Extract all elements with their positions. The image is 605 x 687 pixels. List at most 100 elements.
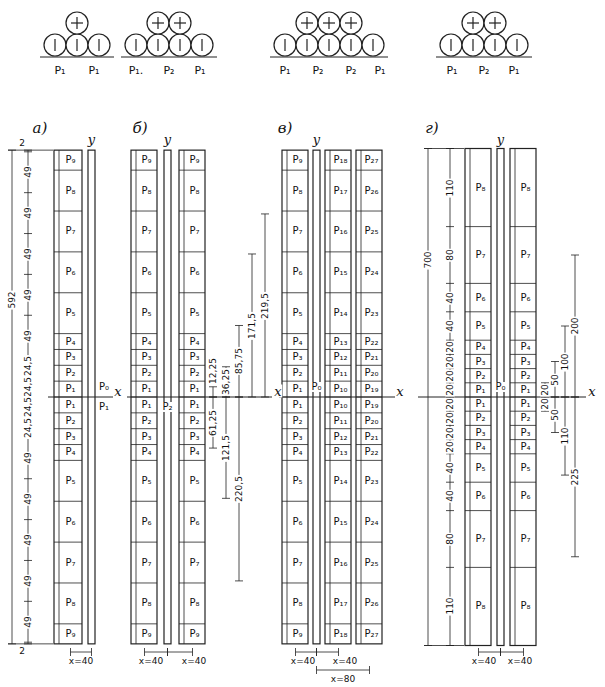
x-axis (48, 397, 113, 398)
strip-division (356, 412, 382, 413)
strip-division (54, 349, 82, 350)
load-label: P₈ (140, 598, 152, 608)
load-label: P₂₇ (363, 629, 379, 639)
load-label: P₇ (474, 534, 486, 544)
load-label: P₁₇ (332, 598, 348, 608)
strip-division (54, 381, 82, 382)
dimension-line (168, 652, 193, 653)
strip-division (510, 283, 536, 284)
bar-circle (274, 34, 296, 56)
load-label: P₈ (474, 601, 486, 611)
strip-division (54, 412, 82, 413)
strip-division (179, 623, 205, 624)
dimension-line (551, 361, 559, 362)
strip-division (131, 381, 157, 382)
panel-letter: в) (277, 121, 294, 136)
bar-mark (323, 22, 335, 23)
load-label: P₇ (64, 558, 76, 568)
strip-division (54, 582, 82, 583)
bar-circle (125, 34, 147, 56)
bar-circle (340, 12, 362, 34)
strip-division (356, 444, 382, 445)
dimension-line (192, 648, 193, 656)
load-label: P₁₁ (332, 368, 348, 378)
load-label: P₂₁ (363, 432, 379, 442)
strip-division (282, 381, 308, 382)
load-label: P₂ (162, 65, 175, 76)
strip-division (282, 582, 308, 583)
strip-division (282, 170, 308, 171)
dimension-line (428, 149, 429, 646)
strip-division (54, 211, 82, 212)
load-label: P₅ (474, 463, 486, 473)
bar-mark (494, 39, 495, 51)
dimension-line (446, 311, 454, 312)
bar-mark (179, 39, 180, 51)
bar-mark (472, 39, 473, 51)
load-label: P₇ (519, 534, 531, 544)
dimension-line (24, 151, 32, 152)
load-label: P₂₆ (363, 598, 379, 608)
load-label: P₁ (474, 385, 486, 395)
axis-label: x (587, 385, 596, 398)
strip-division (325, 211, 351, 212)
load-label: P₃ (519, 357, 531, 367)
load-label: P₁₄ (332, 308, 348, 318)
strip-division (356, 542, 382, 543)
dimension-line (317, 652, 339, 653)
load-label: P₆ (519, 293, 531, 303)
dimension-value: 110 (446, 597, 455, 616)
load-label: P₆ (188, 517, 200, 527)
strip-division (282, 501, 308, 502)
load-label: P₆ (140, 267, 152, 277)
dimension-value: x=40 (507, 657, 533, 666)
strip-division (179, 349, 205, 350)
dimension-line (167, 648, 168, 656)
strip-division (54, 251, 82, 252)
bar-circle (296, 12, 318, 34)
bar-mark (157, 39, 158, 51)
load-label: P₁₁ (332, 416, 348, 426)
load-label: P₁ (278, 65, 291, 76)
dimension-value: 49 (24, 247, 33, 260)
bar-mark (174, 22, 186, 23)
load-label: P₀ (494, 382, 506, 392)
load-label: P₉ (188, 629, 200, 639)
bar-mark (328, 39, 329, 51)
strip-division (510, 482, 536, 483)
load-label: P₂ (474, 371, 486, 381)
load-label: P₂₃ (363, 476, 379, 486)
load-label: P₅ (64, 476, 76, 486)
strip-division (325, 170, 351, 171)
bar-circle (66, 34, 88, 56)
bar-circle (318, 34, 340, 56)
dimension-value: x=80 (330, 675, 356, 684)
strip-division (131, 428, 157, 429)
dimension-value: 121,5 (222, 434, 231, 462)
load-label: P₅ (188, 476, 200, 486)
load-label: P₄ (519, 442, 531, 452)
load-label: P₇ (291, 226, 303, 236)
dimension-value: 2 (18, 139, 26, 148)
load-label: P₄ (291, 447, 303, 457)
bar-circle (440, 34, 462, 56)
bar-circle (318, 12, 340, 34)
load-label: P₁ (519, 385, 531, 395)
load-label: P₄ (474, 442, 486, 452)
load-label: P₁ (64, 400, 76, 410)
dimension-value: 50 (551, 373, 560, 386)
load-label: P₆ (519, 491, 531, 501)
strip-division (510, 411, 536, 412)
strip-division (356, 349, 382, 350)
dimension-line (561, 397, 569, 398)
strip-division (510, 425, 536, 426)
dimension-line (317, 670, 370, 671)
bar-mark (98, 39, 99, 51)
load-label: P₁₈ (332, 155, 348, 165)
load-label: P₈ (519, 601, 531, 611)
dimension-line (222, 498, 230, 499)
load-label: P₂₃ (363, 308, 379, 318)
strip-division (179, 444, 205, 445)
strip-division (356, 365, 382, 366)
dimension-value: 40 (446, 291, 455, 304)
